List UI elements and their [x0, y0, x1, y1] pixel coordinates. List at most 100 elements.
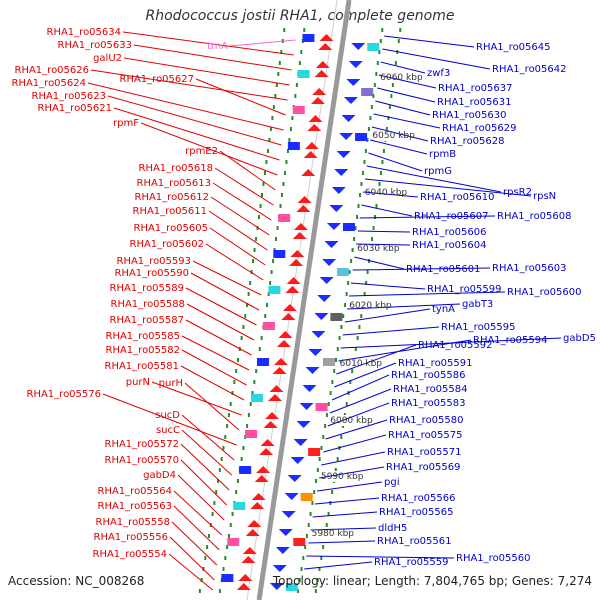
- reverse-gene-arrow: [278, 529, 293, 536]
- left-gene-label: RHA1_ro05611: [133, 206, 208, 217]
- right-gene-label: RHA1_ro05586: [391, 370, 466, 381]
- track-tick: [246, 303, 249, 307]
- reverse-gene-arrow: [299, 403, 314, 410]
- leader-line: [169, 536, 215, 581]
- left-gene-label: RHA1_ro05613: [137, 178, 212, 189]
- left-gene-label: sucD: [155, 410, 180, 421]
- right-gene-label: RHA1_ro05599: [427, 284, 502, 295]
- left-gene-label: RHA1_ro05558: [96, 517, 171, 528]
- track-tick: [354, 347, 357, 351]
- track-tick: [300, 50, 303, 54]
- track-tick: [227, 413, 230, 417]
- left-gene-label: RHA1_ro05588: [111, 299, 186, 310]
- reverse-gene-arrow: [339, 133, 354, 140]
- track-tick: [350, 259, 353, 263]
- forward-gene-arrow: [315, 61, 330, 68]
- leader-line: [382, 48, 491, 70]
- track-tick: [258, 215, 261, 219]
- track-tick: [237, 479, 240, 483]
- leader-line: [229, 39, 296, 47]
- left-gene-label: rpmF: [113, 118, 139, 129]
- leader-line: [366, 165, 502, 193]
- track-tick: [259, 204, 262, 208]
- leader-line: [350, 282, 426, 290]
- track-tick: [313, 490, 316, 494]
- forward-gene-arrow: [281, 313, 296, 320]
- leader-line: [371, 126, 429, 142]
- leader-line: [349, 291, 506, 297]
- leader-line: [312, 511, 378, 518]
- track-tick: [367, 127, 370, 131]
- track-tick: [365, 281, 368, 285]
- track-tick: [373, 83, 376, 87]
- left-gene-label: RHA1_ro05563: [98, 501, 173, 512]
- leader-line: [173, 490, 223, 536]
- track-tick: [381, 28, 384, 32]
- right-gene-label: RHA1_ro05604: [412, 240, 487, 251]
- track-tick: [240, 457, 243, 461]
- right-gene-label: RHA1_ro05603: [492, 263, 567, 274]
- gene-block: [251, 394, 264, 402]
- forward-gene-arrow: [304, 142, 319, 149]
- leader-line: [344, 308, 431, 323]
- forward-gene-arrow: [286, 277, 301, 284]
- track-tick: [253, 248, 256, 252]
- track-tick: [289, 127, 292, 131]
- track-tick: [263, 171, 266, 175]
- leader-line: [209, 227, 266, 266]
- scale-label: 6010 kbp: [340, 359, 383, 369]
- forward-gene-arrow: [241, 556, 256, 563]
- right-gene-label: RHA1_ro05583: [391, 398, 466, 409]
- left-gene-label: galU2: [93, 53, 122, 64]
- track-tick: [364, 149, 367, 153]
- track-tick: [247, 292, 250, 296]
- track-tick: [336, 457, 339, 461]
- gene-block: [239, 466, 252, 474]
- leader-line: [310, 527, 377, 531]
- scale-label: 5990 kbp: [321, 472, 364, 482]
- forward-gene-arrow: [303, 151, 318, 158]
- track-tick: [294, 94, 297, 98]
- leader-line: [319, 466, 385, 479]
- left-gene-label: RHA1_ro05572: [105, 439, 180, 450]
- track-tick: [256, 226, 259, 230]
- gene-block: [268, 286, 281, 294]
- track-tick: [198, 589, 201, 593]
- track-tick: [397, 39, 400, 43]
- forward-gene-arrow: [276, 340, 291, 347]
- scale-label: 6050 kbp: [372, 131, 415, 141]
- track-tick: [376, 61, 379, 65]
- leader-line: [342, 326, 440, 336]
- track-tick: [375, 204, 378, 208]
- track-tick: [379, 39, 382, 43]
- track-tick: [218, 468, 221, 472]
- left-gene-label: trnA: [207, 41, 228, 52]
- scale-label: 6000 kbp: [330, 416, 373, 426]
- track-tick: [320, 446, 323, 450]
- gene-block: [292, 106, 305, 114]
- track-tick: [303, 28, 306, 32]
- leader-line: [180, 365, 245, 401]
- track-tick: [320, 556, 323, 560]
- track-tick: [275, 237, 278, 241]
- track-tick: [240, 336, 243, 340]
- track-tick: [304, 545, 307, 549]
- leader-line: [123, 57, 290, 86]
- track-tick: [265, 160, 268, 164]
- right-gene-label: gabT3: [462, 299, 493, 310]
- leader-line: [122, 31, 294, 56]
- track-tick: [224, 435, 227, 439]
- leader-line: [195, 78, 286, 116]
- leader-line: [181, 429, 233, 476]
- left-gene-label: RHA1_ro05589: [110, 283, 185, 294]
- leader-line: [181, 335, 250, 371]
- track-tick: [277, 72, 280, 76]
- forward-gene-arrow: [278, 331, 293, 338]
- right-gene-label: RHA1_ro05637: [438, 83, 513, 94]
- leader-line: [352, 267, 491, 271]
- right-gene-label: RHA1_ro05594: [473, 335, 548, 346]
- scale-label-bg: [370, 130, 423, 141]
- forward-gene-arrow: [272, 367, 287, 374]
- right-gene-label: RHA1_ro05629: [442, 123, 517, 134]
